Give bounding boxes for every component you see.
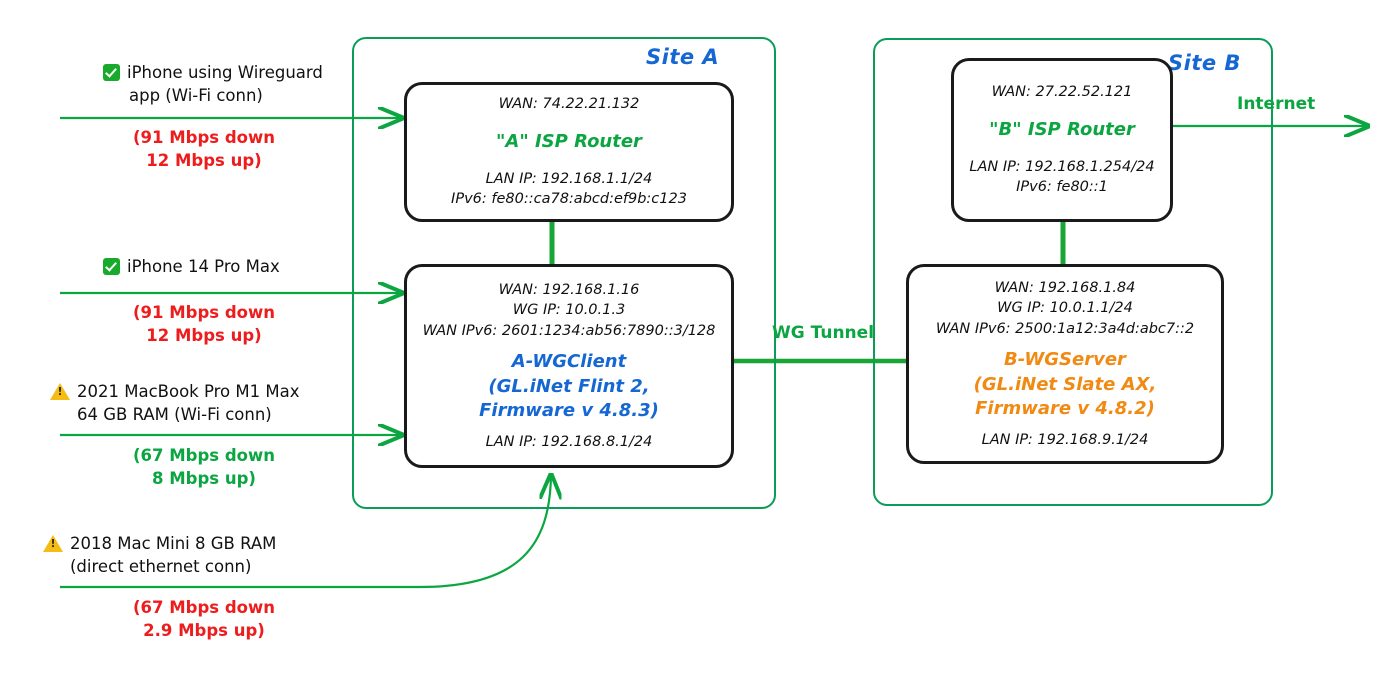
client-iphone-14-pro-max-line1: iPhone 14 Pro Max [127,257,280,276]
b-isp-wan: WAN: 27.22.52.121 [991,84,1133,101]
b-isp-lan: LAN IP: 192.168.1.254/24 [969,158,1155,175]
a-client-name-line2: (GL.iNet Flint 2, [488,375,650,397]
speed-iphone-14-pro-max-up: 12 Mbps up) [146,325,262,345]
speed-mac-mini-2018-up: 2.9 Mbps up) [143,620,265,640]
site-b-label: Site B [1168,51,1241,75]
internet-label: Internet [1237,94,1316,114]
b-server-lan: LAN IP: 192.168.9.1/24 [981,431,1149,448]
speed-macbook-pro-m1-max: (67 Mbps down 8 Mbps up) [133,445,275,491]
a-client-name-line1: A-WGClient [511,351,627,373]
a-client-wg-ip: WG IP: 10.0.1.3 [512,302,626,319]
speed-macbook-pro-m1-max-down: (67 Mbps down [133,446,275,465]
check-ok-icon [103,258,120,275]
client-iphone-wireguard-line1: iPhone using Wireguard [127,63,323,82]
client-macbook-pro-m1-max-line1: 2021 MacBook Pro M1 Max [77,382,300,401]
a-isp-lan: LAN IP: 192.168.1.1/24 [485,170,653,187]
b-server-name-line3: Firmware v 4.8.2) [975,397,1155,419]
client-macbook-pro-m1-max-line2: 64 GB RAM (Wi-Fi conn) [77,404,272,424]
a-client-wan-ipv6: WAN IPv6: 2601:1234:ab56:7890::3/128 [422,322,716,339]
site-b-boundary [873,38,1273,506]
speed-iphone-14-pro-max-down: (91 Mbps down [133,303,275,322]
site-a-label: Site A [646,45,720,69]
b-server-wan: WAN: 192.168.1.84 [994,279,1136,296]
client-iphone-wireguard-line2: app (Wi-Fi conn) [129,85,263,105]
a-isp-wan: WAN: 74.22.21.132 [498,96,640,113]
b-server-name-line1: B-WGServer [1004,349,1126,371]
b-server-wg-ip: WG IP: 10.0.1.1/24 [997,300,1133,317]
a-client-lan: LAN IP: 192.168.8.1/24 [485,433,653,450]
device-a-wg-client[interactable]: WAN: 192.168.1.16 WG IP: 10.0.1.3 WAN IP… [404,264,734,468]
client-mac-mini-2018: 2018 Mac Mini 8 GB RAM (direct ethernet … [43,533,276,579]
device-b-wg-server[interactable]: WAN: 192.168.1.84 WG IP: 10.0.1.1/24 WAN… [906,264,1224,464]
speed-iphone-wireguard-down: (91 Mbps down [133,128,275,147]
client-macbook-pro-m1-max: 2021 MacBook Pro M1 Max 64 GB RAM (Wi-Fi… [50,381,299,427]
device-b-isp-router[interactable]: WAN: 27.22.52.121 "B" ISP Router LAN IP:… [951,58,1173,222]
speed-mac-mini-2018-down: (67 Mbps down [133,598,275,617]
speed-macbook-pro-m1-max-up: 8 Mbps up) [152,468,256,488]
wg-tunnel-label: WG Tunnel [772,323,875,343]
warning-icon [43,535,63,552]
b-isp-ipv6: IPv6: fe80::1 [1016,179,1108,196]
client-iphone-wireguard: iPhone using Wireguard app (Wi-Fi conn) [103,62,323,108]
a-isp-name: "A" ISP Router [496,130,642,152]
client-mac-mini-2018-line2: (direct ethernet conn) [70,556,252,576]
check-ok-icon [103,64,120,81]
client-iphone-14-pro-max: iPhone 14 Pro Max [103,256,280,279]
warning-icon [50,383,70,400]
device-a-isp-router[interactable]: WAN: 74.22.21.132 "A" ISP Router LAN IP:… [404,82,734,222]
b-server-name-line2: (GL.iNet Slate AX, [973,373,1157,395]
b-isp-name: "B" ISP Router [989,118,1135,140]
site-a-boundary [352,37,776,509]
a-isp-ipv6: IPv6: fe80::ca78:abcd:ef9b:c123 [451,191,687,208]
a-client-name-line3: Firmware v 4.8.3) [479,399,659,421]
speed-mac-mini-2018: (67 Mbps down 2.9 Mbps up) [133,597,275,643]
speed-iphone-wireguard-up: 12 Mbps up) [146,150,262,170]
speed-iphone-14-pro-max: (91 Mbps down 12 Mbps up) [133,302,275,348]
a-client-wan: WAN: 192.168.1.16 [498,281,640,298]
speed-iphone-wireguard: (91 Mbps down 12 Mbps up) [133,127,275,173]
b-server-wan-ipv6: WAN IPv6: 2500:1a12:3a4d:abc7::2 [935,320,1195,337]
client-mac-mini-2018-line1: 2018 Mac Mini 8 GB RAM [70,534,277,553]
